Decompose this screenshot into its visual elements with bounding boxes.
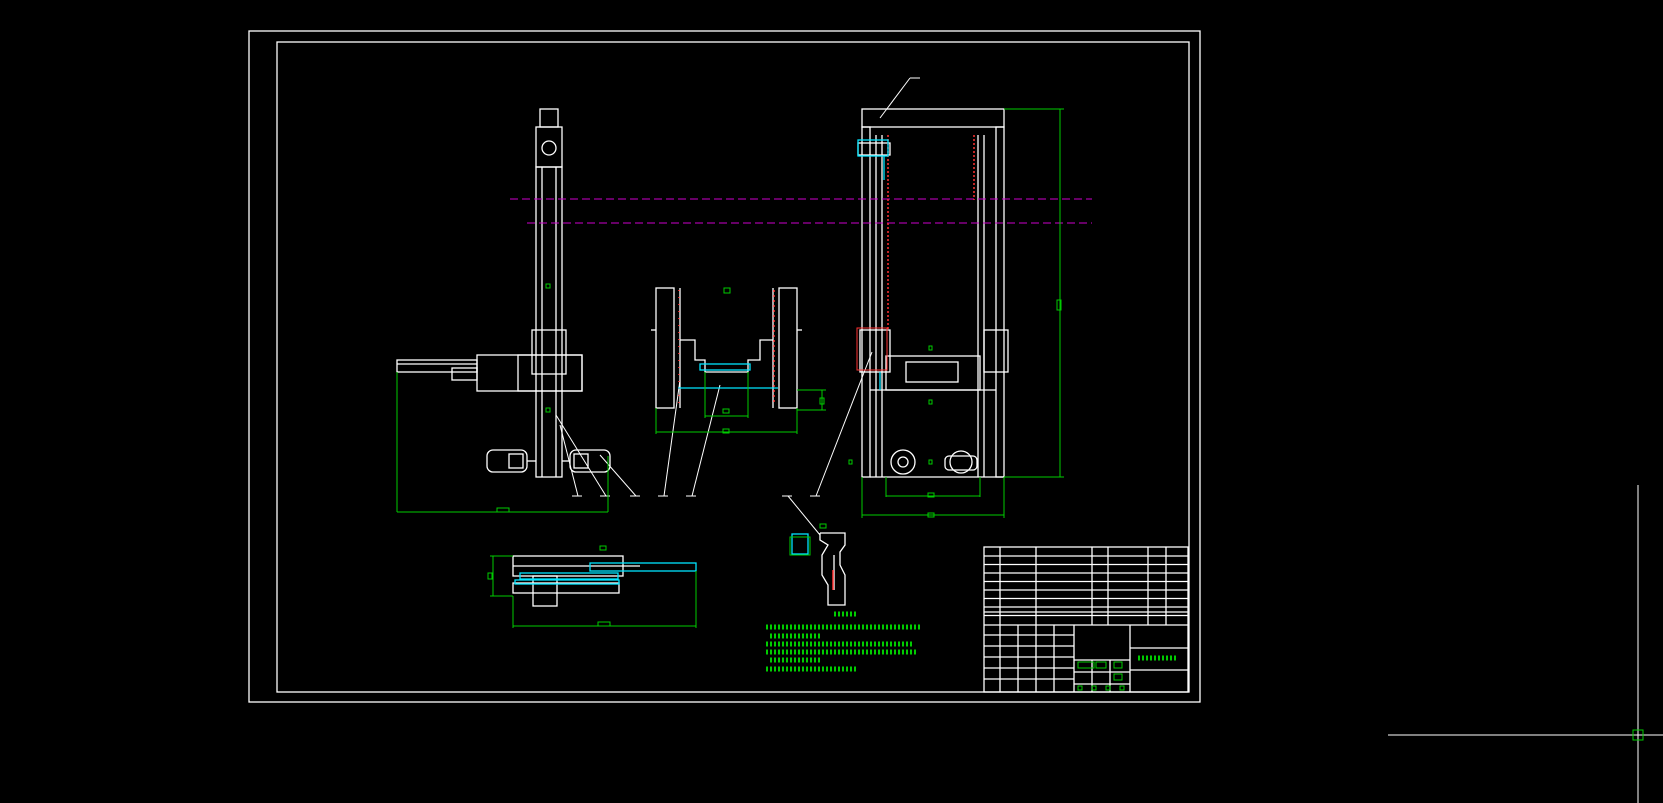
title-block-field [1119,685,1125,691]
centerlines [510,198,1092,224]
crane-front-elevation [857,108,1009,478]
side-elevation [396,108,611,478]
rack-hatching [678,135,975,590]
title-block-field [1077,685,1083,691]
title-block-field [1095,661,1107,669]
dimension-lines [396,108,1178,691]
crosshair-cursor-icon[interactable] [1388,485,1663,803]
section-highlights [514,139,889,585]
title-block-field [1077,661,1095,669]
title-block-field [1113,673,1123,681]
sheet-inner-border [276,41,1190,693]
plan-view [512,555,640,607]
sheet-outer-border [248,30,1201,703]
title-block-field [1091,685,1097,691]
title-block-field [1113,661,1123,669]
title-block [983,546,1189,693]
detail-view [819,532,846,606]
carriage-cross-section [651,287,802,409]
title-block-field [1105,685,1111,691]
leader-lines [555,77,920,536]
